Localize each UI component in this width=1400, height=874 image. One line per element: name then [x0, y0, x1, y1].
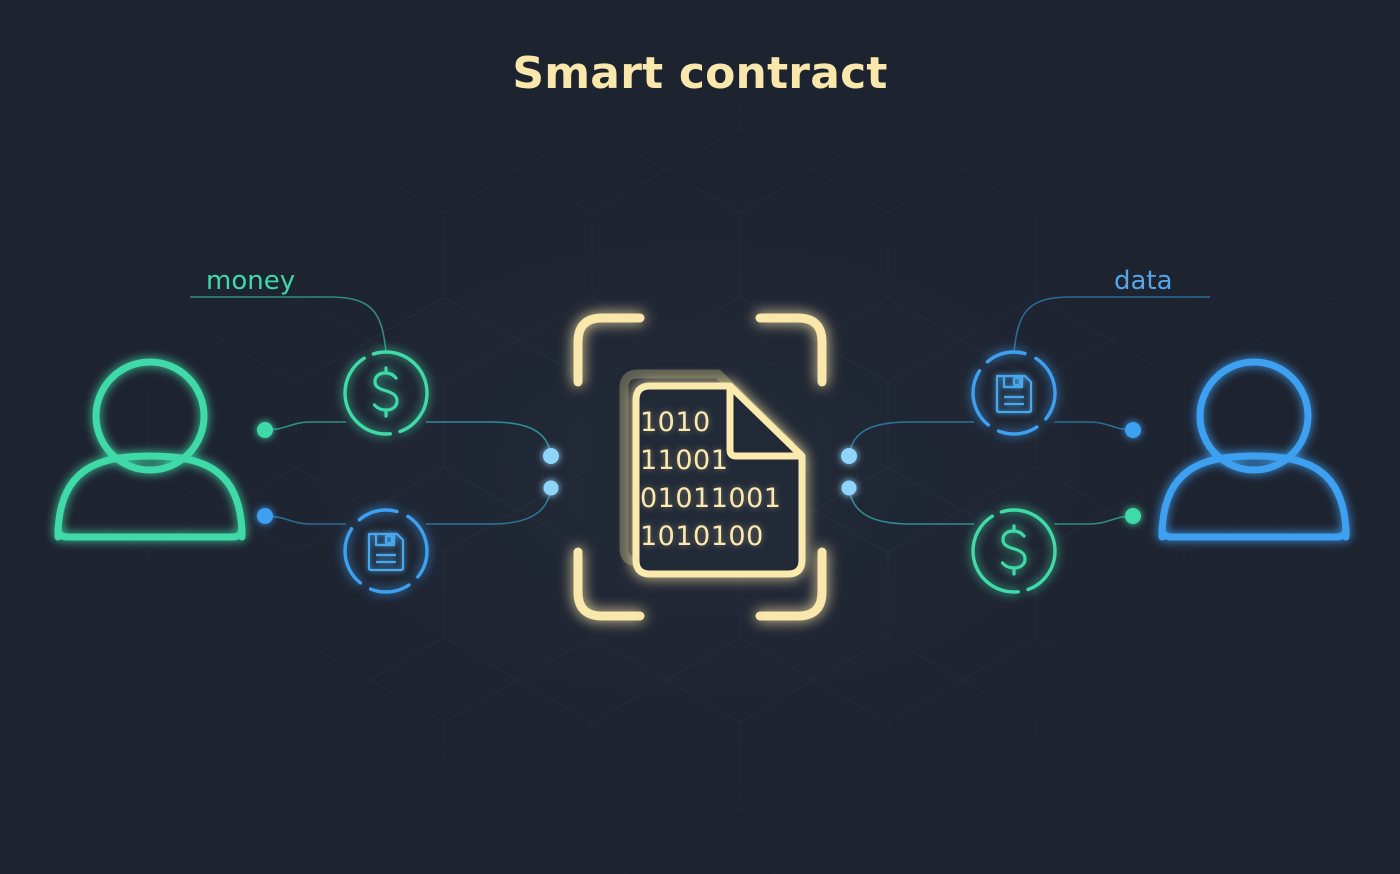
connector-lines-left	[190, 296, 552, 525]
document-folded-corner	[726, 386, 802, 460]
node-dollar-left[interactable]	[343, 350, 429, 436]
connector-dots	[257, 422, 1141, 524]
smart-contract-document[interactable]	[573, 313, 827, 621]
dot-left-outer-top	[257, 422, 273, 438]
contract-binary-text: 1010 11001 01011001 1010100	[640, 404, 800, 556]
dot-left-inner-top	[543, 448, 559, 464]
dollar-icon	[372, 366, 399, 418]
document-icon	[632, 382, 806, 578]
edge-label-data: data	[1114, 266, 1173, 296]
connector-lines-right	[848, 296, 1210, 525]
dot-right-outer-bottom	[1125, 508, 1141, 524]
node-dollar-right[interactable]	[971, 508, 1057, 594]
floppy-ring-left	[343, 508, 429, 594]
dot-left-inner-bottom	[543, 480, 559, 496]
corner-bracket-frame	[573, 313, 827, 621]
dot-right-inner-bottom	[841, 480, 857, 496]
person-right	[1158, 358, 1350, 541]
floppy-ring-right	[971, 350, 1057, 436]
binary-line-4: 1010100	[640, 521, 764, 552]
node-floppy-left[interactable]	[343, 508, 429, 594]
page-title: Smart contract	[512, 48, 888, 99]
edge-label-money: money	[206, 266, 296, 296]
dot-right-outer-top	[1125, 422, 1141, 438]
binary-line-1: 1010	[640, 407, 711, 438]
dollar-icon	[1000, 524, 1027, 576]
floppy-disk-icon	[367, 532, 405, 572]
floppy-disk-icon	[995, 374, 1033, 414]
dot-left-outer-bottom	[257, 508, 273, 524]
dollar-ring-left	[343, 350, 429, 436]
dollar-ring-right	[971, 508, 1057, 594]
binary-line-3: 01011001	[640, 483, 782, 514]
dot-right-inner-top	[841, 448, 857, 464]
node-floppy-right[interactable]	[971, 350, 1057, 436]
person-left	[54, 358, 246, 541]
binary-line-2: 11001	[640, 445, 729, 476]
